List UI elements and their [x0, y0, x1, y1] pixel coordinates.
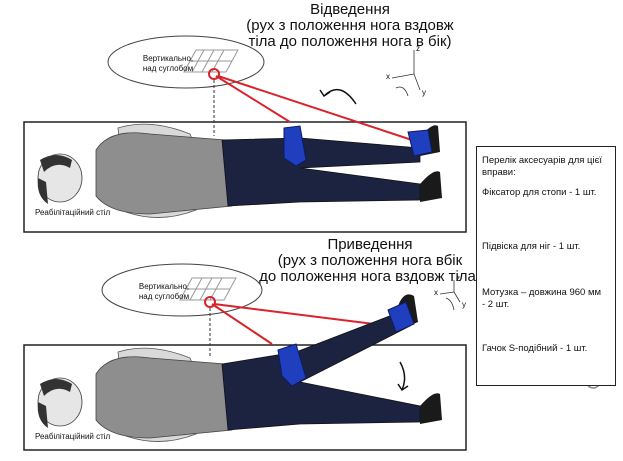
anchor-hook-bottom	[204, 296, 216, 308]
axis-x-bottom: x	[434, 288, 438, 297]
abduction-subtitle-line1: (рух з положення нога вздовж	[246, 17, 454, 34]
legend-heading: Перелік аксесуарів для цієї вправи:	[482, 155, 614, 179]
legend-heading-line1: Перелік аксесуарів для цієї	[482, 155, 603, 166]
ceiling-frame-top	[183, 49, 239, 73]
ceiling-frame-bottom	[179, 277, 237, 301]
legend-item-foot-fixator: Фіксатор для стопи - 1 шт.	[482, 187, 597, 198]
table-label-top: Реабілітаційний стіл	[35, 208, 111, 217]
legend-item-s-hook: Гачок S-подібний - 1 шт.	[482, 343, 588, 354]
anchor-label-top-line2: над суглобом	[142, 64, 194, 73]
legend-item-rope: Мотузка – довжина 960 мм - 2 шт.	[482, 287, 614, 311]
motion-arrow-bottom	[399, 361, 406, 391]
anchor-ellipse-bottom	[101, 263, 263, 317]
motion-arrowhead-bottom	[397, 383, 409, 392]
adduction-subtitle-line2: до положення нога вздовж тіла)	[259, 268, 481, 285]
adduction-heading: Приведення	[327, 236, 413, 253]
axis-y-top: y	[422, 88, 426, 97]
axis-y-bottom: y	[462, 300, 466, 309]
anchor-hook-top	[208, 68, 220, 80]
legend-heading-line2: вправи:	[482, 167, 516, 178]
anchor-label-top: Вертикально, над суглобом	[128, 54, 208, 74]
foot-fixator-bottom	[387, 301, 415, 333]
legend-item-rope-line2: - 2 шт.	[482, 299, 510, 310]
axis-z-top: z	[416, 44, 420, 53]
anchor-ellipse-top	[107, 35, 265, 89]
abduction-title: Відведення (рух з положення нога вздовж …	[200, 2, 500, 50]
accessories-legend: Перелік аксесуарів для цієї вправи: Фікс…	[476, 146, 616, 386]
axis-x-top: x	[386, 72, 390, 81]
leg-sling-top	[283, 125, 307, 167]
axis-z-bottom: z	[456, 274, 460, 283]
anchor-label-bottom-line2: над суглобом	[138, 292, 190, 301]
legend-item-leg-sling: Підвіска для ніг - 1 шт.	[482, 241, 581, 252]
foot-fixator-top	[407, 129, 433, 157]
rope-top	[215, 75, 413, 141]
adduction-subtitle-line1: (рух з положення нога вбік	[277, 252, 463, 269]
abduction-heading: Відведення	[310, 1, 390, 18]
person-top	[37, 123, 442, 218]
table-label-bottom: Реабілітаційний стіл	[35, 432, 111, 441]
axes-bottom	[439, 280, 461, 311]
leg-sling-bottom	[277, 343, 307, 387]
motion-arrow-top	[323, 88, 357, 105]
adduction-title: Приведення (рух з положення нога вбік до…	[220, 237, 520, 285]
anchor-label-top-line1: Вертикально,	[142, 54, 194, 63]
rope-bottom	[211, 303, 391, 345]
motion-arrowhead-top	[319, 89, 331, 98]
legend-item-rope-line1: Мотузка – довжина 960 мм	[482, 287, 602, 298]
anchor-label-bottom-line1: Вертикально,	[138, 282, 190, 291]
anchor-label-bottom: Вертикально, над суглобом	[124, 282, 204, 302]
axes-top	[391, 50, 421, 97]
person-bottom	[37, 294, 442, 442]
abduction-subtitle-line2: тіла до положення нога в бік)	[248, 33, 452, 50]
